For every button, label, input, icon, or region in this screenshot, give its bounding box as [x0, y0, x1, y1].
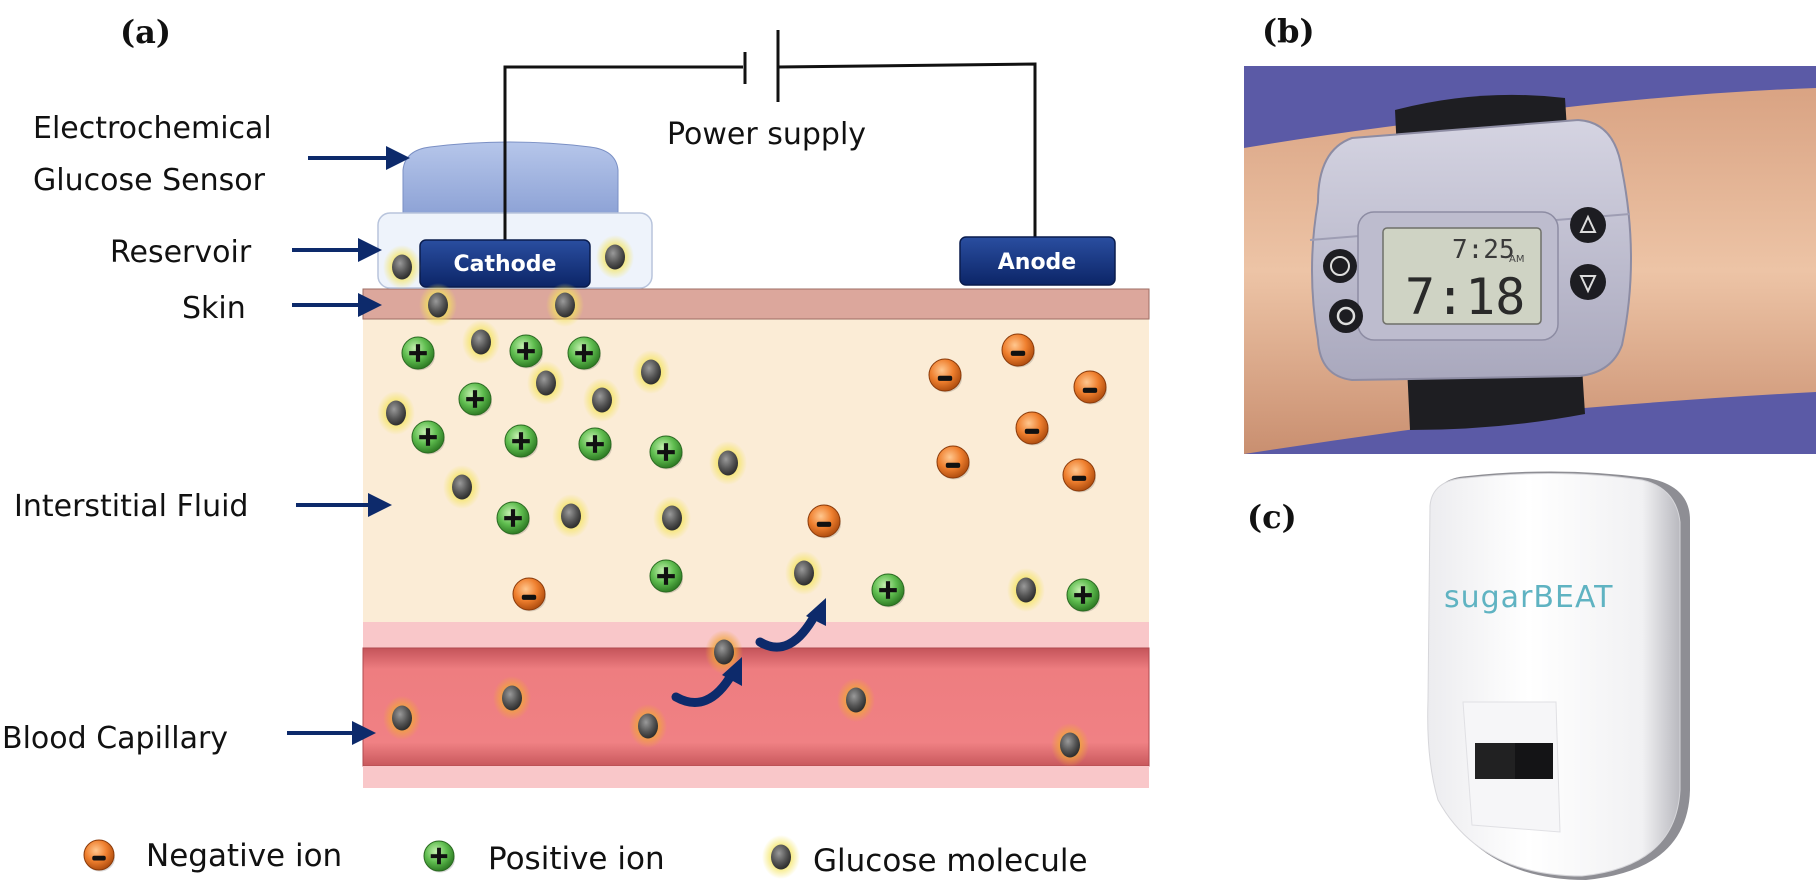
glucose-molecule — [596, 235, 634, 279]
capillary-wall-bottom — [363, 766, 1149, 788]
reservoir-label: Reservoir — [110, 235, 252, 270]
interstitial-label: Interstitial Fluid — [14, 489, 248, 524]
panel-c-label: (c) — [1247, 498, 1297, 536]
glucose-molecule — [527, 361, 565, 405]
negative-ion — [83, 839, 115, 872]
transport-arrow-head-icon — [806, 598, 826, 626]
positive-ion — [423, 840, 455, 873]
circuit-wire-cathode — [503, 65, 743, 240]
watch-button-up — [1570, 207, 1606, 243]
cathode-electrode: Cathode — [419, 239, 591, 288]
lcd-main-time: 7:18 — [1405, 268, 1525, 326]
watch-button-down — [1570, 264, 1606, 300]
positive-ion — [567, 336, 601, 371]
blood-capillary-label: Blood Capillary — [2, 721, 228, 756]
glucose-molecule — [632, 350, 670, 394]
panel-a: (a) Power supply Cathode Anode Electroch… — [2, 13, 1150, 879]
legend-icons — [83, 835, 800, 879]
positive-ion — [871, 573, 905, 608]
glucose-molecule — [552, 494, 590, 538]
glucose-molecule — [705, 630, 743, 674]
circuit-wire-anode — [777, 62, 1037, 237]
positive-ion — [509, 334, 543, 369]
lcd-top-time: 7:25 — [1452, 235, 1515, 265]
capillary-wall-top — [363, 622, 1149, 649]
glucose-molecule — [1007, 568, 1045, 612]
glucose-molecule — [583, 378, 621, 422]
panel-b-label: (b) — [1262, 12, 1315, 50]
glucose-molecule — [462, 320, 500, 364]
negative-ion — [1062, 458, 1096, 493]
lcd-screen — [1382, 227, 1542, 325]
negative-ion — [936, 445, 970, 480]
positive-ion — [504, 424, 538, 459]
positive-ion — [401, 336, 435, 371]
brand-label: sugarBEAT — [1444, 580, 1613, 615]
negative-ion — [1001, 333, 1035, 368]
positive-ion — [411, 420, 445, 455]
positive-ion — [649, 559, 683, 594]
particles — [377, 235, 1107, 767]
skin-layer — [362, 288, 1150, 320]
cathode-label: Cathode — [454, 252, 557, 277]
glucose-molecule — [419, 283, 457, 327]
blood-capillary-layer — [362, 647, 1150, 767]
skin-label: Skin — [182, 291, 246, 326]
sugarbeat-device: sugarBEAT — [1427, 471, 1690, 880]
glucose-molecule — [443, 465, 481, 509]
glucose-molecule — [546, 283, 584, 327]
sensor-label-line2: Glucose Sensor — [33, 163, 266, 198]
glucowatch-photo: 7:25 AM 7:18 — [1244, 66, 1816, 454]
lcd-am: AM — [1509, 254, 1524, 265]
watch-button-left-bottom — [1329, 299, 1363, 333]
positive-ion — [458, 382, 492, 417]
glucose-molecule — [709, 441, 747, 485]
panel-a-label: (a) — [120, 13, 171, 51]
glucose-molecule — [1051, 723, 1089, 767]
positive-ion — [649, 435, 683, 470]
transport-arrow-icon — [671, 669, 737, 707]
glucose-molecule — [762, 835, 800, 879]
panel-b: (b) 7:25 AM 7:18 — [1244, 12, 1816, 454]
positive-ion — [1066, 578, 1100, 613]
anode-label: Anode — [998, 250, 1076, 275]
watch-button-left-top — [1323, 249, 1357, 283]
negative-ion — [807, 504, 841, 539]
negative-ion — [512, 577, 546, 612]
sensor-label-line1: Electrochemical — [33, 111, 272, 146]
glucose-molecule — [377, 391, 415, 435]
negative-ion — [1073, 370, 1107, 405]
legend: Negative ion Positive ion Glucose molecu… — [83, 835, 1088, 879]
power-supply-label: Power supply — [667, 117, 866, 152]
positive-ion — [496, 501, 530, 536]
glucose-molecule — [629, 704, 667, 748]
transport-arrow-head-icon — [722, 657, 742, 686]
legend-glucose-label: Glucose molecule — [813, 843, 1088, 879]
legend-positive-label: Positive ion — [488, 841, 665, 877]
transport-arrow-icon — [755, 610, 820, 652]
glucose-molecule — [383, 245, 421, 289]
panel-c: (c) sugarBEAT — [1247, 471, 1690, 880]
negative-ion — [1015, 411, 1049, 446]
positive-ion — [578, 427, 612, 462]
glucose-molecule — [653, 496, 691, 540]
legend-negative-label: Negative ion — [146, 838, 342, 874]
glucose-molecule — [383, 696, 421, 740]
anode-electrode: Anode — [959, 236, 1116, 286]
negative-ion — [928, 358, 962, 393]
glucose-sensor — [402, 141, 619, 214]
glucose-molecule — [785, 551, 823, 595]
glucose-molecule — [837, 678, 875, 722]
glucose-molecule — [493, 676, 531, 720]
